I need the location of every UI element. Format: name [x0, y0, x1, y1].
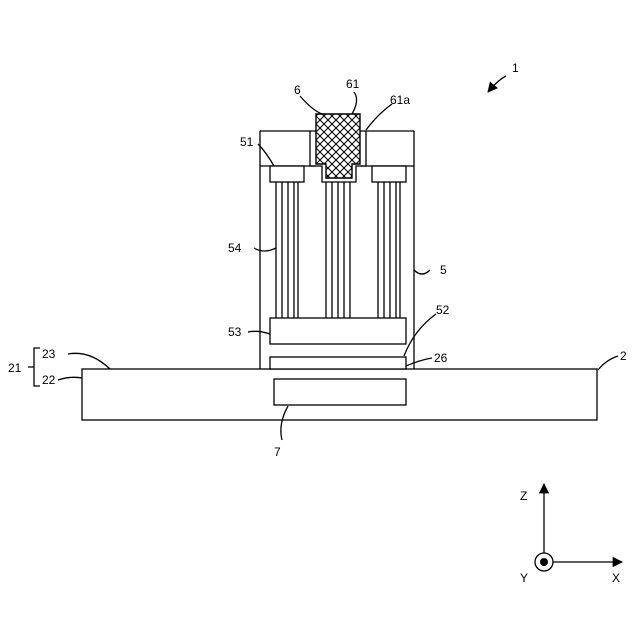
pad-51-right	[372, 166, 406, 182]
label-53: 53	[228, 325, 242, 339]
label-52: 52	[436, 303, 450, 317]
axis-y-label: Y	[520, 571, 528, 585]
label-22: 22	[42, 373, 56, 387]
pad-51-left	[270, 166, 304, 182]
label-51: 51	[240, 135, 254, 149]
layer-52	[270, 357, 406, 369]
wire-bundles-54	[276, 182, 400, 318]
label-21: 21	[8, 361, 22, 375]
label-housing: 5	[440, 263, 447, 277]
label-base: 2	[620, 349, 627, 363]
axis-x-label: X	[612, 571, 620, 585]
label-7: 7	[274, 445, 281, 459]
label-61: 61	[346, 77, 360, 91]
bracket-21	[28, 348, 40, 386]
axes-icon: Z Y X	[520, 484, 622, 585]
label-54: 54	[228, 241, 242, 255]
label-device: 1	[512, 61, 519, 75]
label-6: 6	[294, 83, 301, 97]
label-26: 26	[434, 351, 448, 365]
axis-z-label: Z	[520, 489, 527, 503]
block-53	[270, 318, 406, 344]
block-7	[274, 379, 406, 405]
label-23: 23	[42, 347, 56, 361]
label-61a: 61a	[390, 93, 410, 107]
